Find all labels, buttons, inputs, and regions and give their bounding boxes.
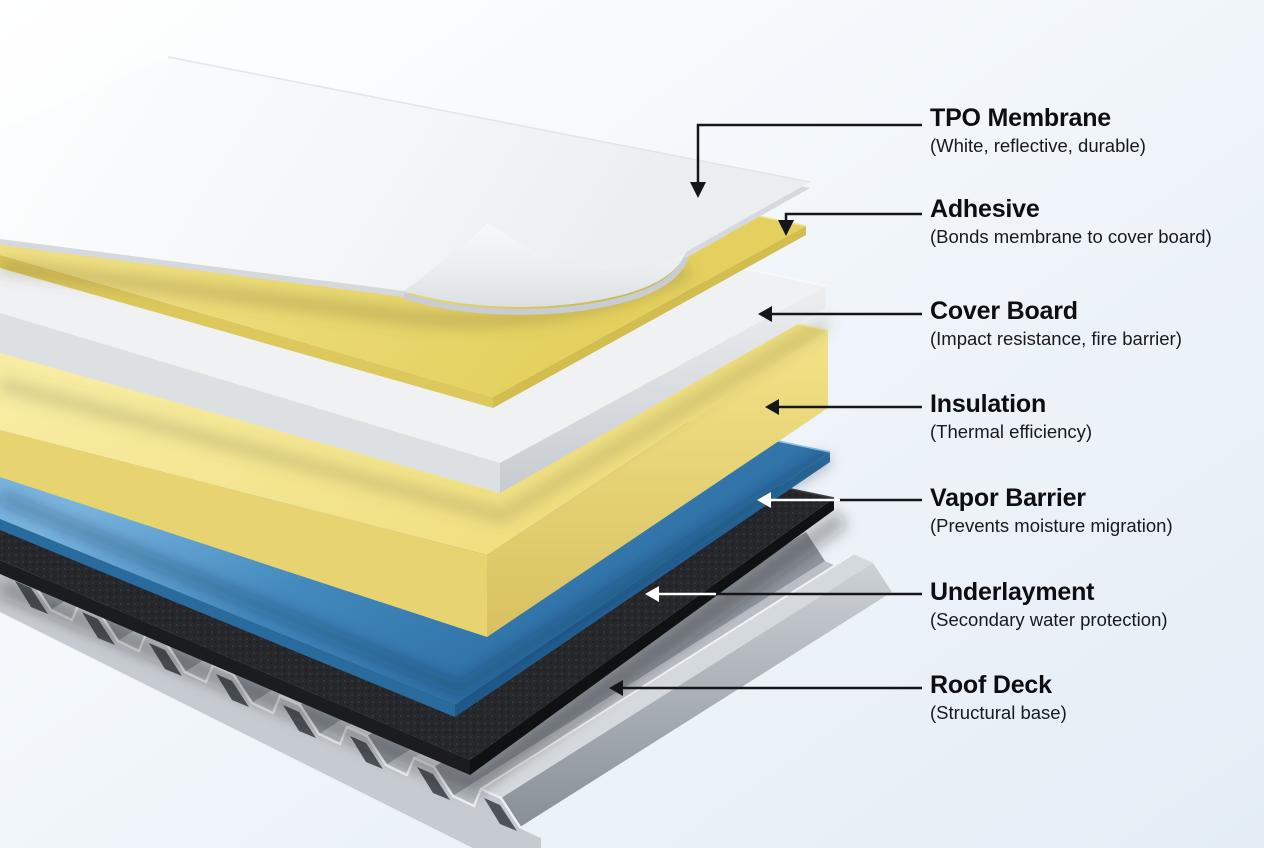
insulation-sw-face bbox=[0, 430, 487, 637]
cover-board-se-face bbox=[500, 286, 826, 493]
insulation-shadow bbox=[0, 315, 832, 525]
leader-adhesive bbox=[784, 212, 922, 221]
leader-lines bbox=[609, 123, 922, 696]
arrowhead-underlayment bbox=[645, 586, 659, 602]
arrowhead-roof-deck bbox=[609, 680, 623, 696]
membrane-curl-underside-shadowline bbox=[403, 255, 689, 315]
insulation-se-face bbox=[487, 330, 828, 637]
arrowhead-vapor-barrier bbox=[757, 492, 771, 508]
adhesive-sw-face bbox=[0, 255, 493, 408]
underlayment-se-face bbox=[470, 498, 834, 775]
leader-tpo-membrane bbox=[696, 123, 922, 184]
vapor-shadow bbox=[0, 452, 832, 697]
arrowhead-tpo-membrane bbox=[690, 182, 706, 198]
arrowhead-cover-board bbox=[758, 306, 772, 322]
tpo-membrane-layer bbox=[0, 56, 811, 315]
vapor-barrier-sw-face bbox=[0, 519, 455, 717]
membrane-top-face bbox=[0, 57, 810, 291]
cover-board-sw-face bbox=[0, 313, 500, 493]
adhesive-se-face bbox=[493, 226, 806, 408]
membrane-curl-underside bbox=[404, 222, 686, 307]
deck-shadow bbox=[0, 509, 848, 796]
underlayment-sw-face bbox=[0, 560, 470, 775]
arrowhead-adhesive bbox=[778, 220, 794, 236]
arrowhead-insulation bbox=[765, 399, 779, 415]
